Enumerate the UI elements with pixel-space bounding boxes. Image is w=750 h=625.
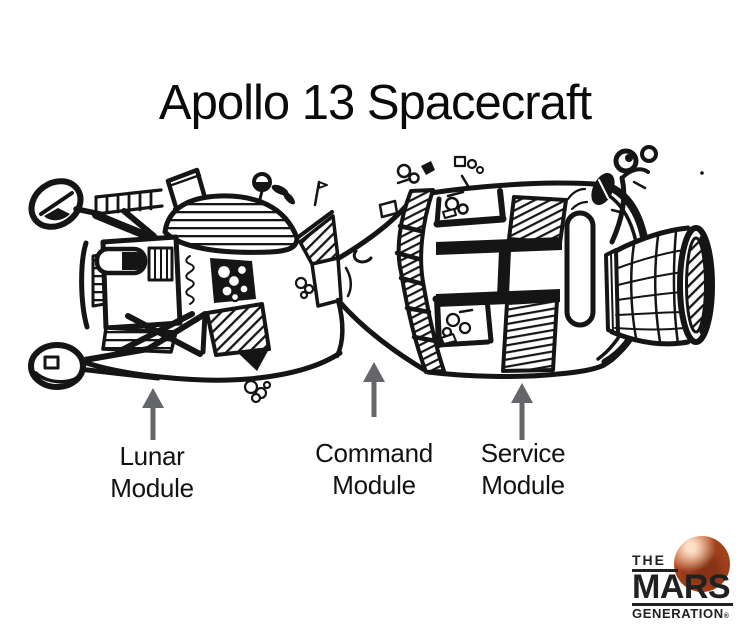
logo-mars: MARS xyxy=(632,568,731,606)
lunar-module-label-line1: Lunar xyxy=(119,441,185,471)
lunar-module-drawing xyxy=(28,167,345,404)
command-module-arrow xyxy=(363,362,385,417)
engine-nozzle-drawing xyxy=(604,171,715,347)
lunar-module-label: Lunar Module xyxy=(72,440,232,504)
service-module-label-line2: Module xyxy=(481,470,565,500)
command-module-label-line2: Module xyxy=(332,470,416,500)
service-module-label: Service Module xyxy=(443,437,603,501)
command-module-drawing xyxy=(321,161,446,375)
logo-generation: GENERATION® xyxy=(632,606,730,621)
mars-generation-logo: THE MARS GENERATION® xyxy=(630,534,742,622)
logo-rule-top xyxy=(632,569,678,572)
label-arrows xyxy=(142,362,533,440)
mars-generation-logo-text: THE MARS GENERATION® xyxy=(632,553,733,623)
command-module-label: Command Module xyxy=(284,437,464,501)
logo-rule-bottom xyxy=(632,603,733,606)
lunar-module-label-line2: Module xyxy=(110,473,194,503)
page-title: Apollo 13 Spacecraft xyxy=(158,75,592,130)
high-gain-antenna-drawing xyxy=(591,145,658,245)
service-module-label-line1: Service xyxy=(480,438,566,468)
registered-mark: ® xyxy=(723,613,730,620)
logo-the: THE xyxy=(632,552,666,568)
lunar-module-arrow xyxy=(142,388,164,440)
service-module-arrow xyxy=(511,383,533,440)
mars-planet-icon xyxy=(674,536,730,592)
command-module-label-line1: Command xyxy=(315,438,433,468)
